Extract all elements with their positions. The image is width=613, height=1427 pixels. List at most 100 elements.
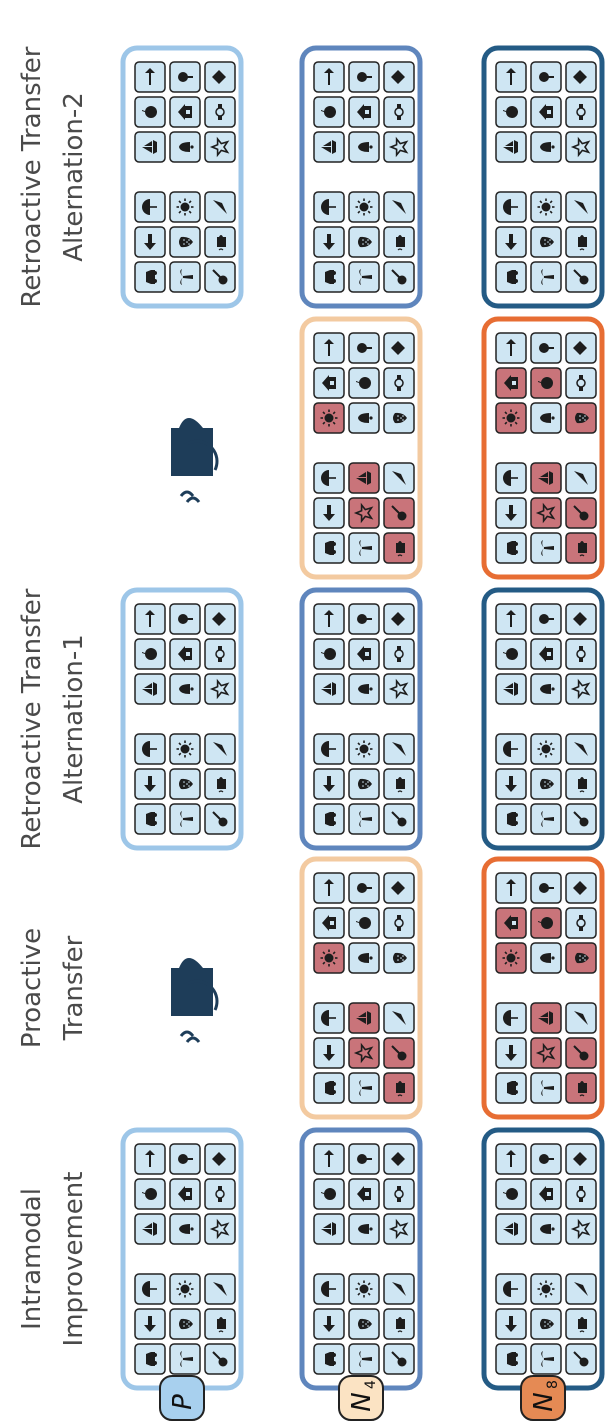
icon-cell [348,1037,380,1069]
bell-icon [540,142,555,152]
sun-icon [355,1280,373,1298]
star-icon [535,1042,556,1064]
star-icon [353,502,374,524]
arrow-icon [323,234,335,250]
rose-icon [539,343,554,353]
teapot-icon [217,1317,226,1333]
arrow-icon [144,1316,156,1332]
palm-tree-icon [180,1351,193,1367]
apple-icon [503,106,518,118]
arrow-stem-icon [145,68,155,85]
row-badge-1 [338,1375,384,1421]
feather-icon [574,200,588,214]
sailboat-icon [503,1222,518,1236]
strawberry-icon [393,952,407,964]
icon-cell [204,1213,236,1245]
arrow-icon [505,505,517,521]
arrow-icon [323,505,335,521]
apple-icon [356,377,371,389]
icon-cell [204,673,236,705]
guitar-icon [391,1045,407,1061]
guitar-icon [573,1351,589,1367]
kite-icon [573,881,587,895]
strawberry-icon [179,778,193,790]
bell-icon [179,1224,194,1234]
star-icon [570,1218,591,1240]
house-icon [504,915,518,931]
umbrella-icon [321,1010,336,1026]
kite-icon [212,1152,226,1166]
kite-icon [391,70,405,84]
feather-icon [392,742,406,756]
arrow-icon [323,1045,335,1061]
column-title-line: Alternation-1 [59,634,89,804]
bell-icon [179,142,194,152]
palm-tree-icon [541,1351,554,1367]
row-badge-label: P [168,1394,198,1410]
column-title-line: Retroactive Transfer [17,46,47,307]
row-badge-subscript: 8 [545,1380,561,1389]
palm-tree-icon [359,1351,372,1367]
palm-tree-icon [359,269,372,285]
teapot-icon [396,235,405,251]
teapot-icon [578,541,587,557]
arrow-stem-icon [506,610,516,627]
icon-cell [530,497,562,529]
apple-icon [321,648,336,660]
umbrella-icon [321,199,336,215]
watch-icon [394,1186,404,1202]
apple-icon [321,1188,336,1200]
teapot-icon [396,1317,405,1333]
arrow-stem-icon [324,339,334,356]
car-icon [507,812,518,826]
arrow-stem-icon [324,68,334,85]
watch-icon [576,646,586,662]
apple-icon [142,648,157,660]
strawberry-icon [358,1318,372,1330]
bell-icon [179,684,194,694]
teapot-icon [578,777,587,793]
column-title-line: Transfer [59,935,89,1041]
arrow-icon [505,1316,517,1332]
car-icon [146,812,157,826]
sun-icon [320,409,338,427]
kite-icon [573,612,587,626]
watch-icon [394,646,404,662]
sun-icon [537,198,555,216]
arrow-icon [505,776,517,792]
column-title-line: Alternation-2 [59,92,89,262]
strawberry-icon [575,412,589,424]
palm-tree-icon [541,269,554,285]
teapot-icon [396,1081,405,1097]
apple-icon [538,377,553,389]
arrow-stem-icon [506,879,516,896]
row-badge-label: N [347,1392,377,1411]
bell-icon [358,953,373,963]
sun-icon [176,740,194,758]
arrow-stem-icon [324,610,334,627]
teapot-icon [217,235,226,251]
feather-icon [213,1282,227,1296]
apple-icon [321,106,336,118]
kite-icon [573,1152,587,1166]
feather-icon [213,200,227,214]
teapot-icon [396,541,405,557]
rose-icon [357,1154,372,1164]
teapot-large-icon [171,958,219,1043]
arrow-icon [323,1316,335,1332]
kite-icon [573,341,587,355]
star-icon [570,678,591,700]
rose-icon [357,72,372,82]
umbrella-icon [503,199,518,215]
guitar-icon [391,269,407,285]
star-icon [535,502,556,524]
star-icon [209,1218,230,1240]
row-badge-0 [159,1375,205,1421]
sailboat-icon [538,471,553,485]
guitar-icon [212,811,228,827]
car-icon [325,541,336,555]
guitar-icon [391,505,407,521]
